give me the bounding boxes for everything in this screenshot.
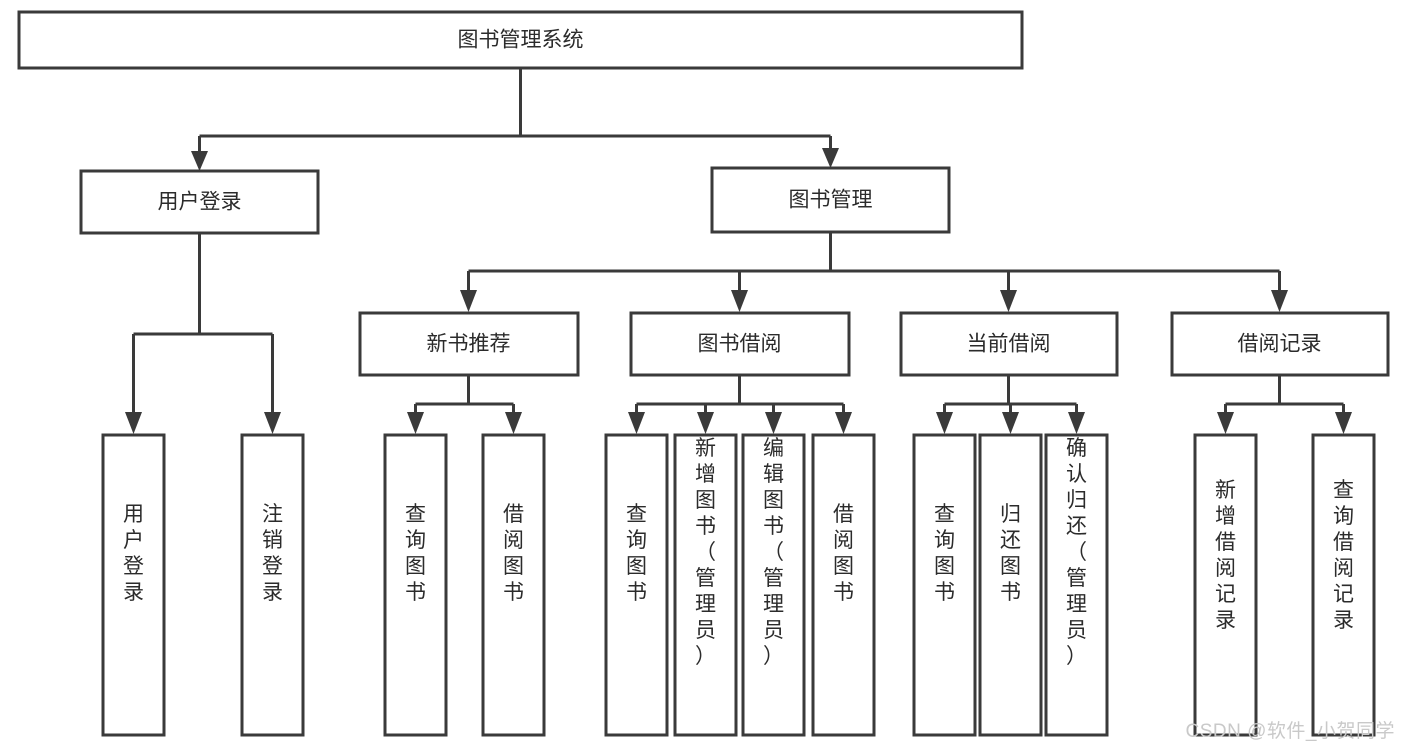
arrowhead-leaf-borrow-book-2	[835, 412, 852, 434]
csdn-watermark: CSDN @软件_小贺同学	[1185, 721, 1395, 742]
node-leaf-add-record-label: 新增借阅记录	[1215, 479, 1236, 632]
node-leaf-add-book[interactable]: 新增图书（管理员）	[673, 433, 738, 737]
arrowhead-newbookrec	[460, 290, 477, 312]
node-leaf-logout-box[interactable]	[240, 433, 305, 737]
node-borrow-record-box[interactable]	[1170, 311, 1390, 377]
arrowhead-leaf-return-book	[1002, 412, 1019, 434]
node-leaf-return-book[interactable]: 归还图书	[978, 433, 1043, 737]
node-leaf-borrow-book-2[interactable]: 借阅图书	[811, 433, 876, 737]
node-new-book-rec-box[interactable]	[358, 311, 580, 377]
node-book-manage-box[interactable]	[710, 166, 951, 234]
arrowhead-leaf-query-book-1	[407, 412, 424, 434]
node-leaf-borrow-book-1-label: 借阅图书	[503, 503, 524, 604]
node-leaf-query-record-label: 查询借阅记录	[1333, 479, 1354, 632]
node-book-manage-label: 图书管理	[789, 189, 873, 212]
node-leaf-logout[interactable]: 注销登录	[240, 433, 305, 737]
node-leaf-user-login-label: 用户登录	[123, 503, 144, 604]
node-leaf-query-book-1[interactable]: 查询图书	[383, 433, 448, 737]
node-leaf-query-record[interactable]: 查询借阅记录	[1311, 433, 1376, 737]
node-user-login-box[interactable]	[79, 169, 320, 235]
arrowhead-leaf-add-record	[1217, 412, 1234, 434]
arrowhead-leaf-query-book-2	[628, 412, 645, 434]
node-leaf-return-book-label: 归还图书	[1000, 503, 1021, 604]
node-leaf-add-record-box[interactable]	[1193, 433, 1258, 737]
node-current-borrow-label: 当前借阅	[967, 333, 1051, 356]
node-current-borrow-box[interactable]	[899, 311, 1119, 377]
node-leaf-edit-book[interactable]: 编辑图书（管理员）	[741, 433, 806, 737]
node-root[interactable]: 图书管理系统	[17, 10, 1024, 70]
node-leaf-borrow-book-2-label: 借阅图书	[833, 503, 854, 604]
node-leaf-query-book-2-box[interactable]	[604, 433, 669, 737]
node-user-login-label: 用户登录	[158, 191, 242, 214]
node-leaf-user-login[interactable]: 用户登录	[101, 433, 166, 737]
node-book-borrow-box[interactable]	[629, 311, 851, 377]
arrowhead-leaf-edit-book	[765, 412, 782, 434]
node-leaf-query-book-2-label: 查询图书	[626, 503, 647, 604]
node-leaf-query-book-2[interactable]: 查询图书	[604, 433, 669, 737]
node-leaf-borrow-book-2-box[interactable]	[811, 433, 876, 737]
node-leaf-logout-label: 注销登录	[262, 503, 283, 604]
arrowhead-leaf-logout	[264, 412, 281, 434]
node-leaf-query-book-3[interactable]: 查询图书	[912, 433, 977, 737]
arrowhead-leaf-user-login	[125, 412, 142, 434]
arrowhead-borrowrecord	[1271, 290, 1288, 312]
node-root-box[interactable]	[17, 10, 1024, 70]
node-leaf-add-book-label: 新增图书（管理员）	[695, 437, 716, 668]
node-leaf-return-book-box[interactable]	[978, 433, 1043, 737]
node-current-borrow[interactable]: 当前借阅	[899, 311, 1119, 377]
arrowhead-userlogin	[191, 151, 208, 171]
node-leaf-query-record-box[interactable]	[1311, 433, 1376, 737]
node-leaf-edit-book-box[interactable]	[741, 433, 806, 737]
node-borrow-record[interactable]: 借阅记录	[1170, 311, 1390, 377]
arrowhead-leaf-confirm-return	[1068, 412, 1085, 434]
node-leaf-confirm-return[interactable]: 确认归还（管理员）	[1044, 433, 1109, 737]
arrowhead-leaf-add-book	[697, 412, 714, 434]
node-leaf-user-login-box[interactable]	[101, 433, 166, 737]
node-user-login[interactable]: 用户登录	[79, 169, 320, 235]
node-new-book-rec-label: 新书推荐	[427, 333, 511, 356]
node-leaf-query-book-1-label: 查询图书	[405, 503, 426, 604]
arrowhead-leaf-borrow-book-1	[505, 412, 522, 434]
arrowhead-bookborrow	[731, 290, 748, 312]
node-leaf-query-book-3-box[interactable]	[912, 433, 977, 737]
node-book-borrow[interactable]: 图书借阅	[629, 311, 851, 377]
node-leaf-edit-book-label: 编辑图书（管理员）	[763, 437, 784, 668]
arrowhead-currentborrow	[1000, 290, 1017, 312]
arrowhead-leaf-query-record	[1335, 412, 1352, 434]
node-leaf-add-record[interactable]: 新增借阅记录	[1193, 433, 1258, 737]
node-book-manage[interactable]: 图书管理	[710, 166, 951, 234]
node-leaf-add-book-box[interactable]	[673, 433, 738, 737]
arrowhead-bookmanage	[822, 148, 839, 168]
node-leaf-query-book-1-box[interactable]	[383, 433, 448, 737]
connector-layer	[125, 68, 1352, 434]
node-root-label: 图书管理系统	[458, 29, 584, 52]
node-new-book-rec[interactable]: 新书推荐	[358, 311, 580, 377]
node-leaf-confirm-return-box[interactable]	[1044, 433, 1109, 737]
node-borrow-record-label: 借阅记录	[1238, 333, 1322, 356]
node-book-borrow-label: 图书借阅	[698, 333, 782, 356]
node-leaf-borrow-book-1[interactable]: 借阅图书	[481, 433, 546, 737]
arrowhead-leaf-query-book-3	[936, 412, 953, 434]
node-leaf-borrow-book-1-box[interactable]	[481, 433, 546, 737]
node-leaf-query-book-3-label: 查询图书	[934, 503, 955, 604]
node-leaf-confirm-return-label: 确认归还（管理员）	[1066, 437, 1087, 668]
